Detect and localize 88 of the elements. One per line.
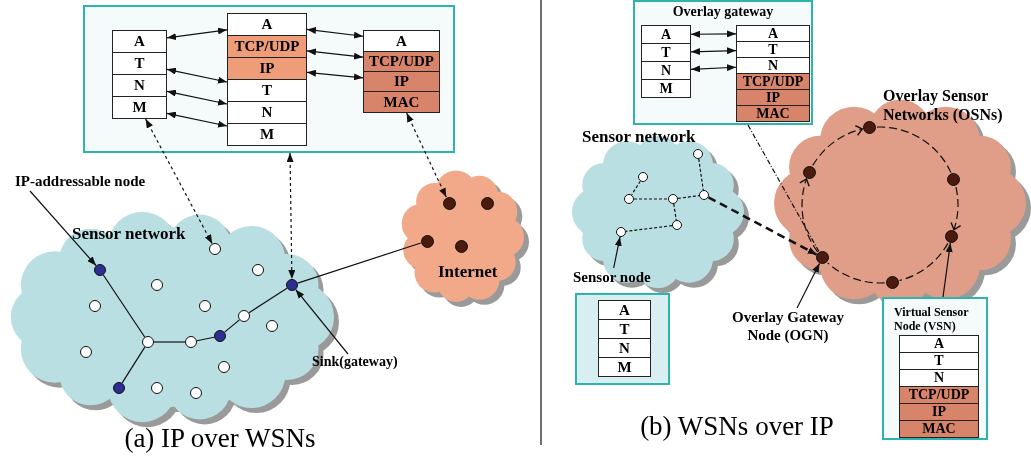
protocol-layer-cell: IP [363,71,440,92]
link-line [876,126,952,174]
link-line [673,203,677,221]
link-line [631,180,641,196]
arrow [690,30,737,38]
protocol-layer-cell: MAC [736,105,810,122]
arrow [942,242,953,298]
link-line [224,319,240,333]
arrow [306,48,364,60]
protocol-layer-cell: MAC [899,420,979,438]
protocol-layer-cell: A [112,30,167,53]
link-line [248,287,288,314]
protocol-layer-cell: TCP/UDP [899,386,979,404]
protocol-layer-cell: T [112,52,167,75]
protocol-layer-cell: A [227,13,307,36]
arrow [306,27,364,39]
protocol-layer-cell: A [363,30,440,52]
protocol-layer-cell: T [227,79,307,102]
callout-label: Sink(gateway) [312,354,398,371]
link-line [633,198,669,200]
protocol-layer-cell: MAC [363,91,440,113]
protocol-layer-cell: M [112,96,167,119]
network-node [693,149,703,159]
arrow [799,178,819,253]
arrow [286,152,296,280]
protocol-layer-cell: M [598,357,651,377]
protocol-stack-panel [633,0,813,125]
arrow [406,112,447,198]
protocol-layer-cell: M [641,79,691,98]
arrow [950,186,962,231]
link-line [297,242,422,284]
protocol-layer-cell: TCP/UDP [363,51,440,72]
link-line [196,336,215,342]
leader-line [796,262,821,309]
protocol-layer-cell: M [227,123,307,146]
leader-line [295,289,349,355]
arrow [690,64,737,73]
arrow [145,118,213,245]
protocol-stack-panel [882,297,988,440]
link-line [698,158,704,191]
link-line [677,195,700,199]
protocol-stack-panel [83,5,455,153]
protocol-layer-cell: N [598,338,651,358]
network-node [668,194,678,204]
leader-line [613,236,622,269]
link-line [827,262,886,284]
protocol-layer-cell: N [112,74,167,97]
network-node [699,190,709,200]
panel-title: Virtual Sensor Node (VSN) [894,305,970,334]
link-line [898,242,949,282]
arrow [707,196,818,256]
cloud-label: Overlay Sensor Networks (OSNs) [883,86,1004,125]
arrow [690,47,737,56]
arrow [166,27,228,41]
panel-title: Overlay gateway [671,4,775,21]
arrow [166,111,228,128]
link-line [747,124,820,253]
arrow [306,69,364,81]
protocol-layer-cell: T [598,319,651,339]
arrow [812,125,863,166]
callout-label: IP-addressable node [15,172,146,190]
network-node [616,227,626,237]
network-node [672,220,682,230]
link-line [121,346,146,384]
arrow [166,89,228,106]
protocol-layer-cell: IP [899,403,979,421]
network-node [624,194,634,204]
network-node [638,172,648,182]
cloud-label: Internet [438,262,498,283]
callout-label: Overlay Gateway Node (OGN) [722,308,854,344]
protocol-layer-cell: N [899,369,979,387]
leader-line [29,190,97,267]
protocol-layer-cell: N [227,101,307,124]
protocol-layer-cell: T [899,352,979,370]
cloud-label: Sensor network [72,224,186,245]
protocol-stack-panel [575,293,670,385]
arrow [166,67,228,84]
protocol-layer-cell: IP [227,57,307,80]
protocol-layer-cell: TCP/UDP [227,35,307,58]
link-line [102,274,146,338]
callout-label: Sensor node [573,268,651,286]
link-line [153,341,186,343]
cloud-label: Sensor network [582,127,696,148]
protocol-layer-cell: A [598,300,651,320]
subfigure-caption: (b) WSNs over IP [639,412,835,442]
protocol-layer-cell: A [899,335,979,353]
subfigure-caption: (a) IP over WSNs [123,424,317,454]
link-line [625,225,673,232]
